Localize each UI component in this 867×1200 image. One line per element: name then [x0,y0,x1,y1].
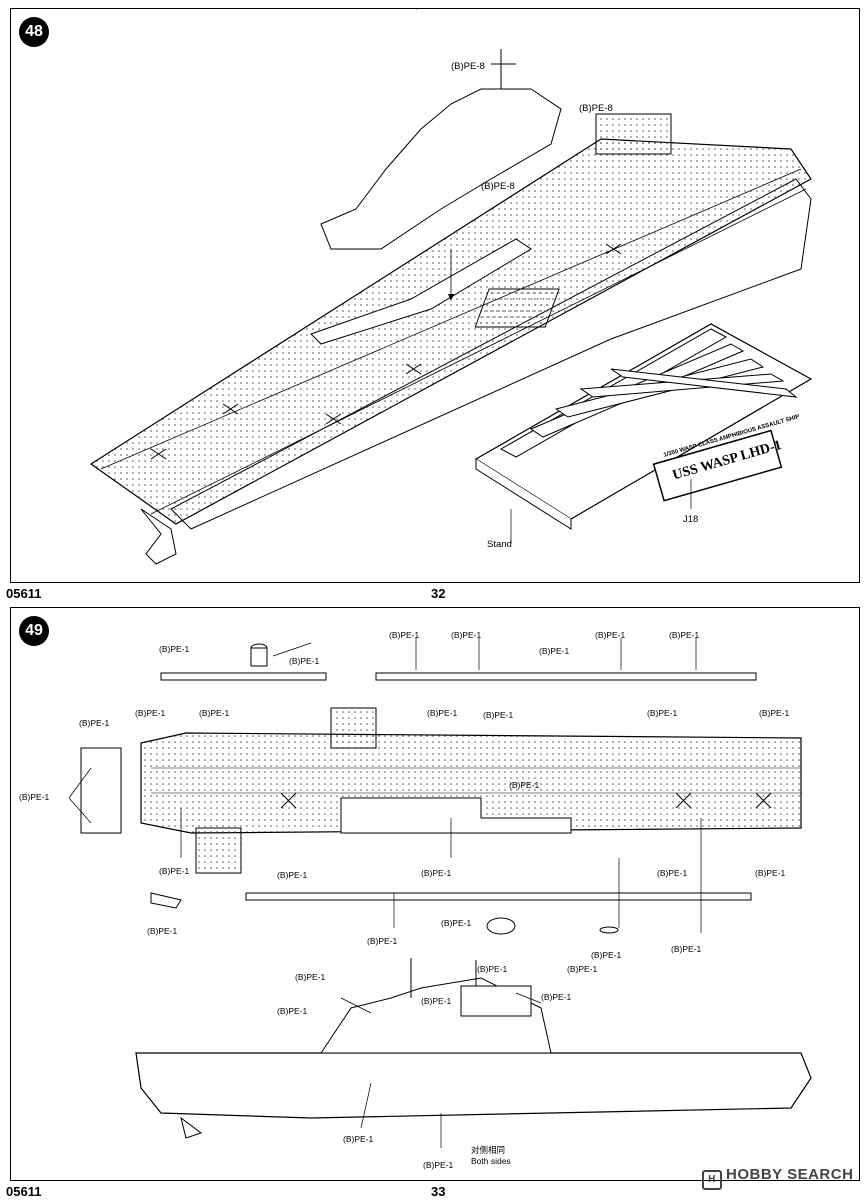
product-code: 05611 [6,586,42,601]
step-number-badge: 48 [19,17,49,47]
part-label-pe1: (B)PE-1 [79,718,110,728]
product-code: 05611 [6,1184,42,1199]
part-label-pe1: (B)PE-1 [147,926,178,936]
part-label-pe1: (B)PE-1 [647,708,678,718]
part-label-pe1: (B)PE-1 [755,868,786,878]
part-label-pe1: (B)PE-1 [159,644,190,654]
ship-profile [135,1052,812,1119]
part-label-pe1: (B)PE-1 [159,866,190,876]
island-superstructure [320,88,562,250]
both-sides-note-cn: 对侧相同 [471,1145,506,1155]
flight-deck-plan [140,732,802,834]
part-label-pe1: (B)PE-1 [595,630,626,640]
page-number: 32 [431,586,446,601]
part-label-pe1: (B)PE-1 [289,656,320,666]
part-label-pe1: (B)PE-1 [277,870,308,880]
flight-deck [89,138,812,525]
carrier-assembly-drawing [89,9,813,565]
part-label-pe1: (B)PE-1 [199,708,230,718]
part-label-pe1: (B)PE-1 [441,918,472,928]
instruction-panel-step-48: 48 [10,8,860,583]
part-label-pe1: (B)PE-1 [423,1160,454,1170]
part-label-pe1: (B)PE-1 [509,780,540,790]
part-label-pe1: (B)PE-1 [541,992,572,1002]
part-label-pe1: (B)PE-1 [343,1134,374,1144]
part-label-pe1: (B)PE-1 [421,868,452,878]
page-number: 33 [431,1184,446,1199]
part-label-pe8-b: (B)PE-8 [579,103,613,114]
part-label-pe1: (B)PE-1 [427,708,458,718]
both-sides-note-en: Both sides [471,1156,511,1166]
part-label-pe1: (B)PE-1 [277,1006,308,1016]
part-label-pe1: (B)PE-1 [421,996,452,1006]
part-label-pe1: (B)PE-1 [451,630,482,640]
stand-label: Stand [487,539,512,550]
part-label-pe1: (B)PE-1 [759,708,790,718]
part-label-pe1: (B)PE-1 [671,944,702,954]
part-label-pe1: (B)PE-1 [567,964,598,974]
part-label-pe1: (B)PE-1 [19,792,50,802]
part-label-pe1: (B)PE-1 [367,936,398,946]
part-label-pe1: (B)PE-1 [483,710,514,720]
part-label-pe1: (B)PE-1 [591,950,622,960]
part-label-pe1: (B)PE-1 [539,646,570,656]
part-label-pe8-c: (B)PE-8 [481,181,515,192]
part-label-pe1: (B)PE-1 [389,630,420,640]
instruction-panel-step-49: 49 [10,607,860,1181]
part-label-pe1: (B)PE-1 [669,630,700,640]
carrier-detail-drawing [68,638,812,1148]
step-number-badge: 49 [19,616,49,646]
part-label-pe1: (B)PE-1 [477,964,508,974]
part-label-j18: J18 [683,514,699,525]
part-label-pe8-a: (B)PE-8 [451,61,485,72]
part-label-pe1: (B)PE-1 [657,868,688,878]
part-label-pe1: (B)PE-1 [295,972,326,982]
part-label-pe1: (B)PE-1 [135,708,166,718]
watermark-logo-icon: H [702,1170,722,1190]
